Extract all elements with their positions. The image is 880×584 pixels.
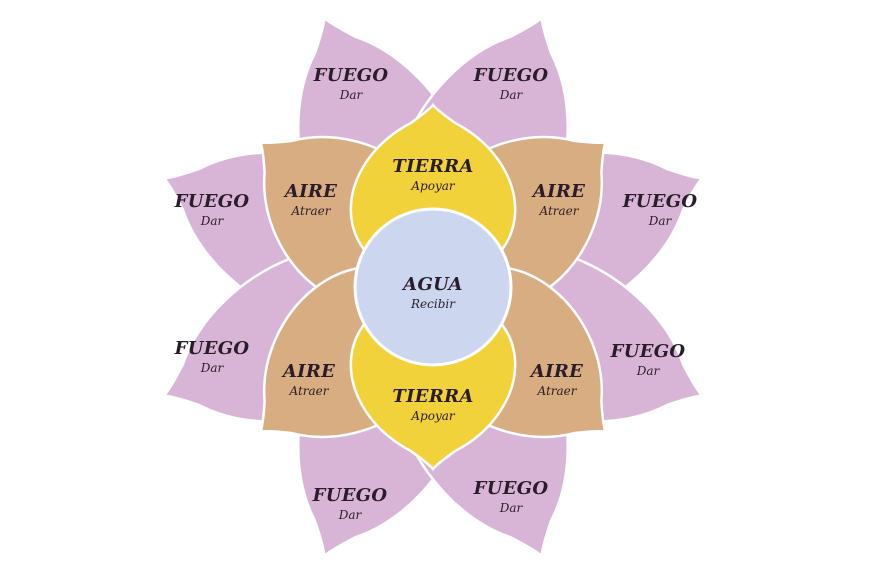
fuego-subtitle: Dar [636,363,660,378]
aire-label: AIRE Atraer [497,361,617,398]
tierra-subtitle: Apoyar [411,408,455,423]
agua-subtitle: Recibir [411,296,455,311]
agua-label: AGUA Recibir [373,274,493,311]
aire-subtitle: Atraer [537,383,577,398]
tierra-label: TIERRA Apoyar [373,156,493,193]
aire-label: AIRE Atraer [251,181,371,218]
agua-title: AGUA [403,274,463,295]
agua-center [353,207,513,367]
fuego-subtitle: Dar [200,360,224,375]
fuego-title: FUEGO [174,338,250,359]
aire-title: AIRE [282,361,336,382]
aire-subtitle: Atraer [289,383,329,398]
fuego-title: FUEGO [174,191,250,212]
fuego-subtitle: Dar [200,213,224,228]
fuego-subtitle: Dar [499,500,523,515]
fuego-label: FUEGO Dar [291,65,411,102]
aire-title: AIRE [284,181,338,202]
aire-title: AIRE [532,181,586,202]
fuego-subtitle: Dar [648,213,672,228]
fuego-label: FUEGO Dar [588,341,708,378]
fuego-title: FUEGO [312,485,388,506]
fuego-title: FUEGO [610,341,686,362]
fuego-label: FUEGO Dar [290,485,410,522]
fuego-title: FUEGO [473,65,549,86]
fuego-title: FUEGO [473,478,549,499]
tierra-title: TIERRA [392,156,474,177]
fuego-title: FUEGO [313,65,389,86]
fuego-label: FUEGO Dar [451,478,571,515]
tierra-label: TIERRA Apoyar [373,386,493,423]
aire-subtitle: Atraer [539,203,579,218]
fuego-label: FUEGO Dar [152,191,272,228]
aire-subtitle: Atraer [291,203,331,218]
fuego-title: FUEGO [622,191,698,212]
fuego-label: FUEGO Dar [152,338,272,375]
aire-title: AIRE [530,361,584,382]
fuego-label: FUEGO Dar [451,65,571,102]
aire-label: AIRE Atraer [249,361,369,398]
fuego-subtitle: Dar [339,87,363,102]
aire-label: AIRE Atraer [499,181,619,218]
fuego-subtitle: Dar [338,507,362,522]
fuego-label: FUEGO Dar [600,191,720,228]
fuego-subtitle: Dar [499,87,523,102]
tierra-title: TIERRA [392,386,474,407]
tierra-subtitle: Apoyar [411,178,455,193]
